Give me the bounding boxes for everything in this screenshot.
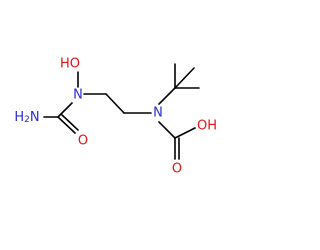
atom-labels: HO N H2N O N O OH	[14, 57, 217, 177]
molecule-structure: HO N H2N O N O OH	[14, 57, 217, 177]
carboxyl-o-label: O	[172, 162, 182, 177]
bond-n2-cq	[158, 87, 176, 105]
carboxyl-oh-label: OH	[197, 119, 217, 134]
bond-n2-c-carboxyl	[158, 121, 176, 139]
hydroxylamine-n-label: N	[73, 88, 83, 103]
bond-amide-c-o-b	[60, 113, 79, 131]
amide-nh2-label: H2N	[14, 110, 39, 126]
bond-n1-c-amide	[57, 102, 73, 118]
bond-amide-c-o-a	[57, 116, 76, 134]
bonds	[43, 63, 200, 160]
carbonyl-o-label: O	[78, 134, 88, 149]
bond-cq-me-diag	[174, 67, 195, 89]
bond-carboxyl-c-oh	[174, 127, 196, 139]
hydroxy-o-label: HO	[60, 57, 80, 72]
bond-ch2-ch2	[105, 93, 125, 114]
tbu-n-label: N	[153, 106, 163, 121]
